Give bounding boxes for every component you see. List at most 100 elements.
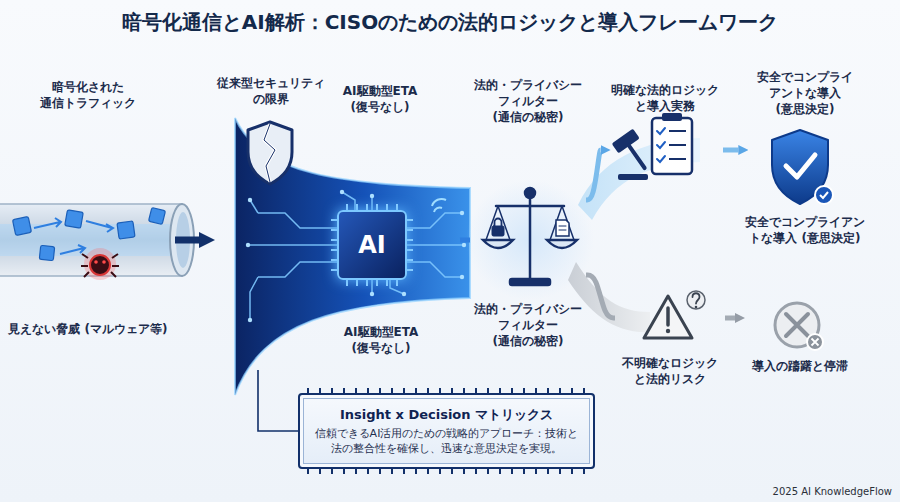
eta-funnel — [258, 213, 337, 228]
chip-pin — [396, 280, 398, 286]
check-shield — [820, 192, 828, 198]
scales-icon — [496, 205, 564, 208]
eta-funnel — [407, 213, 462, 228]
ai-chip: AI — [337, 210, 407, 280]
warning-icon — [666, 329, 670, 333]
chip-pin — [475, 469, 477, 474]
scales-icon — [559, 226, 566, 230]
eta-funnel — [258, 262, 337, 277]
lower-band — [568, 262, 650, 332]
stall-icon — [807, 334, 823, 350]
flow-connector — [723, 147, 738, 152]
chip-pin — [523, 469, 525, 474]
flow-arrow — [60, 245, 85, 254]
chip-pin — [547, 469, 549, 474]
threat-bug — [90, 255, 110, 275]
chip-pin — [487, 469, 489, 474]
check-shield — [772, 130, 833, 204]
data-packet — [13, 217, 32, 236]
gavel-clipboard — [657, 142, 665, 148]
data-packet — [39, 245, 54, 260]
watermark: 2025 AI KnowledgeFlow — [773, 486, 892, 497]
chip-pin — [407, 219, 413, 221]
flow-connector — [175, 236, 199, 243]
stage-label: 安全でコンプライ アントな導入 (意思決定) — [747, 70, 863, 117]
eta-funnel — [246, 243, 250, 247]
warning-icon — [644, 296, 692, 338]
eta-funnel — [340, 190, 344, 194]
chip-label: AI — [358, 233, 386, 257]
gavel-clipboard — [657, 156, 665, 162]
eta-funnel — [390, 280, 404, 294]
box-heading: Insight x Decision マトリックス — [340, 406, 553, 423]
stage-label: AI駆動型ETA (復号なし) — [333, 84, 427, 116]
data-packet — [149, 208, 166, 225]
matrix-box: Insight x Decision マトリックス信頼できるAI活用のための戦略… — [298, 393, 595, 469]
chip-pin — [331, 469, 333, 474]
stage-label: 安全でコンプライアントな導入 (意思決定) — [745, 215, 865, 247]
gavel-clipboard — [669, 158, 686, 160]
stage-label: 暗号化された 通信トラフィック — [8, 80, 168, 112]
threat-bug — [84, 248, 116, 280]
broken-shield — [264, 124, 275, 182]
scales-icon — [483, 188, 577, 285]
flow-arrow — [34, 218, 61, 228]
eta-funnel — [342, 192, 355, 210]
leader-line — [258, 370, 298, 431]
eta-funnel — [432, 199, 446, 212]
chip-pin — [407, 259, 413, 261]
stage-label: 法的・プライバシー フィルター (通信の秘密) — [470, 78, 586, 125]
chip-pin — [355, 469, 357, 474]
scales-icon — [486, 206, 574, 240]
scales-icon — [556, 220, 569, 236]
compliant-adoption: 安全でコンプライ アントな導入 (意思決定) 安全でコンプライアントな導入 (意思… — [745, 62, 865, 272]
broken-shield — [264, 124, 275, 182]
warning-icon — [666, 308, 670, 325]
flow-connector — [725, 316, 735, 321]
chip-pin — [386, 280, 388, 286]
check-shield — [815, 186, 833, 204]
chip-pin — [367, 469, 369, 474]
scales-icon — [547, 240, 577, 248]
eta-funnel — [248, 198, 252, 202]
stage-label: 従来型セキュリティ の限界 — [215, 76, 327, 108]
chip-pin — [499, 469, 501, 474]
chip-pin — [391, 469, 393, 474]
chip-pin — [346, 280, 348, 286]
eta-funnel — [248, 192, 464, 320]
stage-label: 不明確なロジック と法的リスク — [615, 356, 725, 388]
eta-funnel — [407, 262, 462, 277]
stage-label: 導入の躊躇と停滞 — [745, 359, 855, 375]
chip-pin — [451, 469, 453, 474]
scales-icon — [495, 219, 502, 227]
chip-pin — [407, 229, 413, 231]
eta-stage: 従来型セキュリティ の限界AI駆動型ETA (復号なし)AI駆動型ETA (復号… — [215, 70, 460, 370]
chip-pin — [535, 469, 537, 474]
stall-icon — [786, 314, 808, 336]
threat-bug — [81, 254, 119, 277]
scales-icon — [525, 188, 535, 198]
scales-icon — [510, 279, 550, 285]
gavel-clipboard — [669, 131, 686, 159]
gavel-clipboard — [612, 129, 656, 176]
pipe-stage: 暗号化された 通信トラフィック見えない脅威 (マルウェア等) — [0, 70, 175, 360]
chip-pin — [559, 469, 561, 474]
stall-icon — [775, 303, 819, 347]
eta-funnel — [248, 244, 337, 246]
gavel-clipboard — [618, 174, 648, 180]
eta-funnel — [460, 211, 464, 215]
flow-connector — [460, 237, 470, 242]
scales-icon — [483, 240, 513, 248]
eta-funnel — [460, 275, 464, 279]
threat-bug — [81, 248, 119, 280]
traffic-pipe — [0, 204, 194, 276]
check-shield — [786, 155, 815, 177]
clear-logic: 明確な法的ロジック と導入実務 — [607, 75, 723, 190]
chip-pin — [407, 269, 413, 271]
chip-pin — [415, 469, 417, 474]
eta-funnel — [434, 208, 442, 212]
threat-bug — [102, 260, 106, 264]
flow-connector — [586, 150, 601, 200]
eta-funnel — [248, 318, 252, 322]
stall-icon — [775, 303, 823, 350]
